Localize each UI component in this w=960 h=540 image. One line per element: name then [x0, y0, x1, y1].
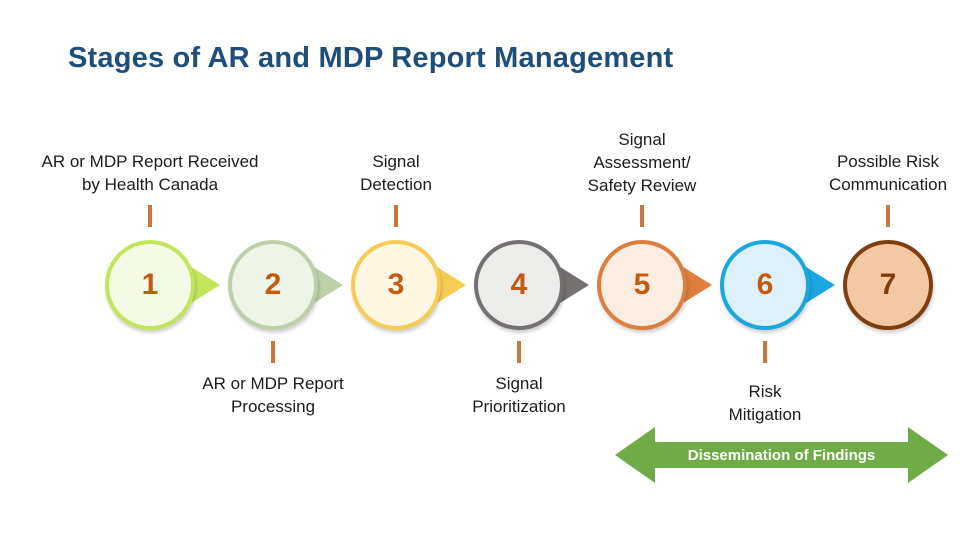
stage-5-circle: 5 [597, 240, 687, 330]
connector-tick [886, 205, 890, 227]
stage-6: Risk Mitigation 6 [645, 0, 885, 520]
stage-4-number: 4 [510, 268, 528, 301]
connector-tick [394, 205, 398, 227]
stage-7-number: 7 [879, 268, 897, 301]
stage-3: Signal Detection 3 [276, 0, 516, 520]
stage-3-number: 3 [387, 268, 405, 301]
stage-5-label: Signal Assessment/ Safety Review [587, 130, 697, 195]
connector-tick [517, 341, 521, 363]
stage-1: AR or MDP Report Received by Health Cana… [30, 0, 270, 520]
stage-6-number: 6 [756, 268, 774, 301]
stage-3-circle: 3 [351, 240, 441, 330]
connector-tick [271, 341, 275, 363]
stage-1-label: AR or MDP Report Received by Health Cana… [41, 152, 259, 194]
stage-5-number: 5 [633, 268, 651, 301]
stage-2-label: AR or MDP Report Processing [202, 374, 344, 416]
stage-2: AR or MDP Report Processing 2 [153, 0, 393, 520]
stage-5: Signal Assessment/ Safety Review 5 [522, 0, 762, 520]
slide-title: Stages of AR and MDP Report Management [68, 42, 674, 74]
stage-4: Signal Prioritization 4 [399, 0, 639, 520]
stage-1-circle: 1 [105, 240, 195, 330]
banner-arrowhead-left-icon [615, 427, 655, 483]
stage-7: Possible Risk Communication 7 [768, 0, 960, 520]
dissemination-banner: Dissemination of Findings [655, 442, 908, 468]
stage-2-number: 2 [264, 268, 282, 301]
stage-4-circle: 4 [474, 240, 564, 330]
connector-tick [148, 205, 152, 227]
banner-label: Dissemination of Findings [687, 446, 876, 464]
stage-2-circle: 2 [228, 240, 318, 330]
stage-6-label: Risk Mitigation [728, 382, 802, 424]
stage-7-label: Possible Risk Communication [828, 152, 948, 194]
connector-tick [763, 341, 767, 363]
stage-3-label: Signal Detection [360, 152, 432, 194]
stage-6-circle: 6 [720, 240, 810, 330]
stage-1-number: 1 [141, 268, 159, 301]
stage-4-label: Signal Prioritization [472, 374, 566, 416]
connector-tick [640, 205, 644, 227]
banner-arrowhead-right-icon [908, 427, 948, 483]
stage-7-circle: 7 [843, 240, 933, 330]
